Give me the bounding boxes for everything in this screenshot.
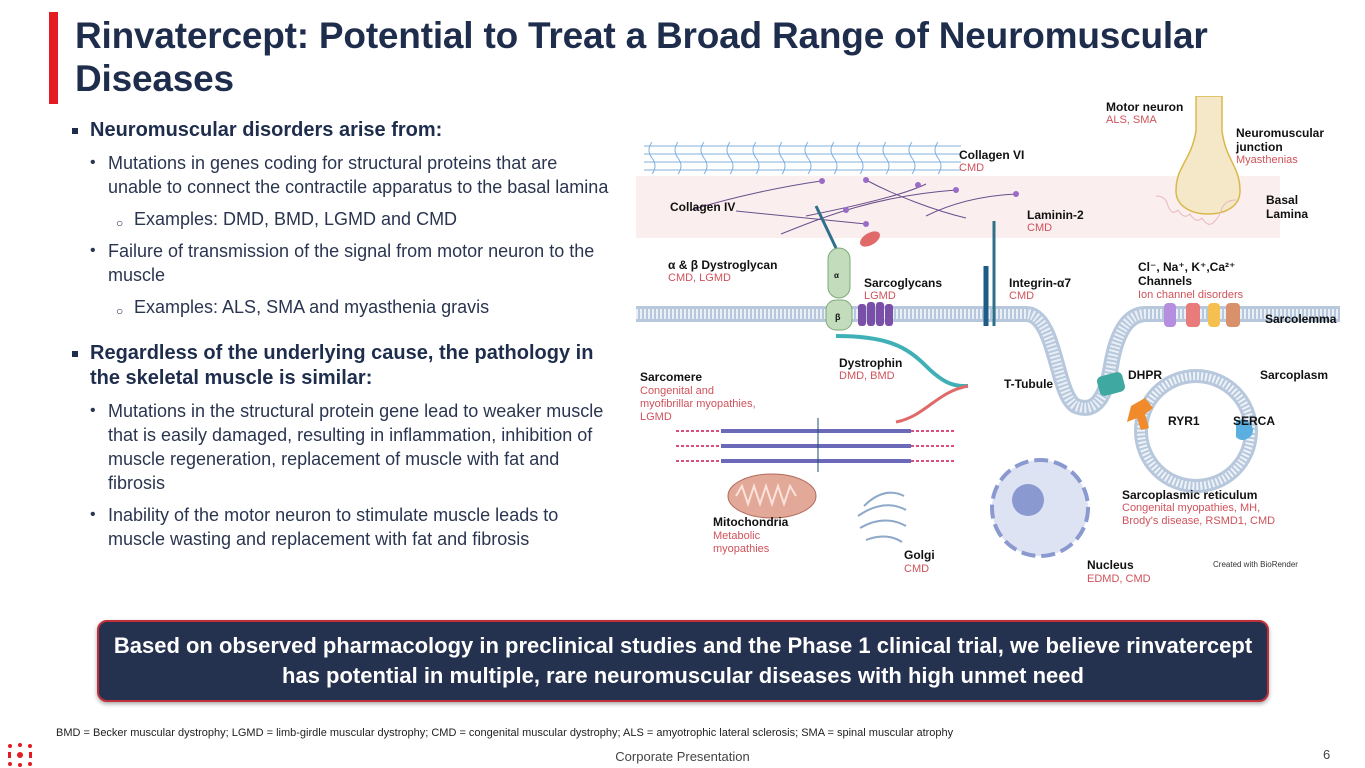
synaptic-cleft — [1155, 195, 1237, 225]
bullet-list: Neuromuscular disorders arise from: •Mut… — [70, 118, 615, 559]
disease-laminin: CMD — [1027, 222, 1053, 234]
footer-label: Corporate Presentation — [615, 749, 750, 764]
dot-bullet-icon: • — [90, 402, 96, 419]
dot-bullet-icon: • — [90, 154, 96, 171]
bullet-subitem: ○Examples: DMD, BMD, LGMD and CMD — [70, 207, 615, 231]
key-message-callout: Based on observed pharmacology in precli… — [97, 620, 1269, 702]
label-dystroglycan: α & β Dystroglycan — [668, 258, 778, 272]
disease-integrin: CMD — [1009, 290, 1035, 302]
motor-neuron-shape — [1175, 96, 1241, 215]
sarcolemma-membrane — [636, 306, 1340, 416]
label-alpha: α — [834, 271, 839, 280]
disease-sarcoglycans: LGMD — [864, 290, 896, 302]
label-collagen-iv: Collagen IV — [670, 200, 736, 214]
beta-dystroglycan-shape — [825, 299, 853, 331]
channel-ca — [1226, 303, 1240, 327]
disease-mitochondria-1: Metabolic — [713, 530, 761, 542]
label-serca: SERCA — [1233, 414, 1276, 428]
dot-bullet-icon: • — [90, 506, 96, 523]
disease-nucleus: EDMD, CMD — [1087, 573, 1151, 585]
alpha-dystroglycan-shape — [827, 247, 851, 299]
label-beta: β — [835, 312, 841, 322]
bullet-item: •Mutations in the structural protein gen… — [90, 401, 604, 493]
disease-nmj: Myasthenias — [1236, 154, 1298, 166]
disease-sarcomere-1: Congenital and — [640, 385, 715, 397]
label-channels-2: Channels — [1138, 274, 1193, 288]
serca-shape — [1236, 419, 1253, 440]
dot-bullet-icon: • — [90, 242, 96, 259]
disease-collagen-vi: CMD — [959, 162, 985, 174]
label-motor-neuron: Motor neuron — [1106, 100, 1184, 114]
circle-bullet-icon: ○ — [116, 216, 124, 230]
square-bullet-icon — [72, 351, 78, 357]
channel-cl — [1164, 303, 1176, 327]
slide-title: Rinvatercept: Potential to Treat a Broad… — [75, 15, 1208, 99]
basal-lamina-band — [636, 176, 1280, 238]
disease-mitochondria-2: myopathies — [713, 543, 770, 555]
label-sarcolemma: Sarcolemma — [1265, 312, 1337, 326]
disease-motor-neuron: ALS, SMA — [1106, 114, 1157, 126]
label-sr: Sarcoplasmic reticulum — [1122, 488, 1258, 502]
label-nmj: Neuromuscular junction — [1236, 126, 1325, 154]
bullet-subitem: ○Examples: ALS, SMA and myasthenia gravi… — [70, 295, 615, 319]
disease-dystroglycan: CMD, LGMD — [668, 272, 731, 284]
label-channels: Cl⁻, Na⁺, K⁺,Ca²⁺ — [1138, 260, 1236, 274]
sarcomere-shape — [676, 418, 956, 472]
page-number: 6 — [1323, 747, 1331, 762]
biorender-credit: Created with BioRender — [1213, 560, 1298, 569]
nucleolus-shape — [1012, 484, 1044, 516]
circle-bullet-icon: ○ — [116, 304, 124, 318]
company-logo-icon — [8, 743, 32, 767]
label-sarcoplasm: Sarcoplasm — [1260, 368, 1329, 382]
dystrophin-shape — [835, 334, 969, 388]
bullet-item: •Mutations in genes coding for structura… — [90, 153, 609, 197]
bullet-item: •Inability of the motor neuron to stimul… — [90, 505, 559, 549]
collagen-vi-mesh — [644, 141, 961, 175]
channel-k — [1208, 303, 1220, 327]
bullet-heading: Regardless of the underlying cause, the … — [70, 341, 615, 391]
label-basal-lamina: Basal Lamina — [1266, 193, 1309, 221]
abbreviations-footnote: BMD = Becker muscular dystrophy; LGMD = … — [56, 727, 954, 739]
label-integrin: Integrin-α7 — [1009, 276, 1072, 290]
muscle-cell-diagram: Motor neuron ALS, SMA Neuromuscular junc… — [636, 96, 1348, 592]
bullet-item: •Failure of transmission of the signal f… — [90, 241, 595, 285]
disease-sr-1: Congenital myopathies, MH, — [1122, 502, 1261, 514]
disease-dystrophin: DMD, BMD — [839, 370, 895, 382]
disease-sarcomere-3: LGMD — [640, 411, 672, 423]
ryr1-shape — [1127, 398, 1153, 430]
label-collagen-vi: Collagen VI — [959, 148, 1025, 162]
label-sarcomere: Sarcomere — [640, 370, 703, 384]
label-sarcoglycans: Sarcoglycans — [864, 276, 943, 290]
laminin-dg — [814, 205, 838, 249]
disease-golgi: CMD — [904, 563, 930, 575]
label-t-tubule: T-Tubule — [1004, 377, 1054, 391]
label-dystrophin: Dystrophin — [839, 356, 903, 370]
disease-sarcomere-2: myofibrillar myopathies, — [640, 398, 756, 410]
golgi-shape — [857, 491, 907, 543]
disease-channels: Ion channel disorders — [1138, 289, 1244, 301]
channel-na — [1186, 303, 1200, 327]
mitochondria-shape — [727, 473, 817, 519]
label-laminin: Laminin-2 — [1027, 208, 1084, 222]
disease-sr-2: Brody's disease, RSMD1, CMD — [1122, 515, 1276, 527]
agrin-shape — [860, 231, 880, 247]
label-mitochondria: Mitochondria — [713, 515, 789, 529]
sarcoglycans-shape — [858, 302, 893, 326]
bullet-heading: Neuromuscular disorders arise from: — [70, 118, 615, 143]
label-nucleus: Nucleus — [1087, 558, 1134, 572]
dhpr-shape — [1096, 372, 1126, 396]
label-golgi: Golgi — [904, 548, 935, 562]
title-accent-bar — [49, 12, 58, 104]
label-dhpr: DHPR — [1128, 368, 1163, 382]
collagen-iv-ends — [819, 177, 1019, 227]
diagram-illustration — [636, 96, 1340, 558]
square-bullet-icon — [72, 128, 78, 134]
label-ryr1: RYR1 — [1168, 414, 1200, 428]
